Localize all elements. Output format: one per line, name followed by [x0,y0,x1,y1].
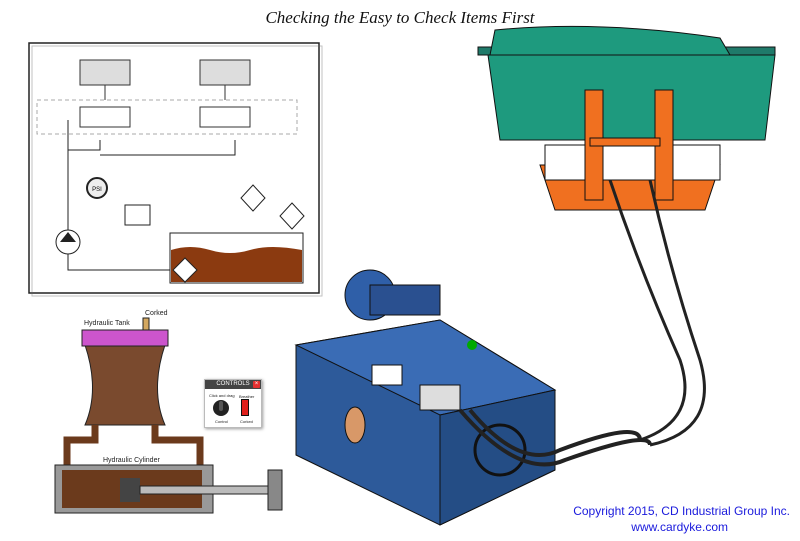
tank-label: Hydraulic Tank [84,320,130,327]
switch-title: Breather [239,394,255,399]
tank-and-cylinder [54,317,283,514]
breather-switch[interactable] [241,399,249,416]
controls-title: CONTROLS [216,381,250,387]
knob-label: Control [215,419,228,424]
hydraulic-power-unit [294,269,652,526]
switch-label: Corked [240,419,253,424]
controls-header: CONTROLS × [205,380,261,389]
controls-panel: CONTROLS × Click and drag Control Breath… [204,379,262,428]
gauge-label: PSI [92,187,102,193]
breather-label: Corked [145,310,168,317]
knob-hint: Click and drag [209,393,235,398]
close-icon[interactable]: × [253,381,260,388]
excavator-bucket [477,25,776,447]
copyright: Copyright 2015, CD Industrial Group Inc. [573,504,790,518]
page-title: Checking the Easy to Check Items First [265,8,535,27]
website-link[interactable]: www.cardyke.com [631,520,728,534]
hydraulic-schematic: PSI [28,42,323,297]
cylinder-label: Hydraulic Cylinder [103,457,160,464]
control-knob[interactable] [213,400,229,416]
